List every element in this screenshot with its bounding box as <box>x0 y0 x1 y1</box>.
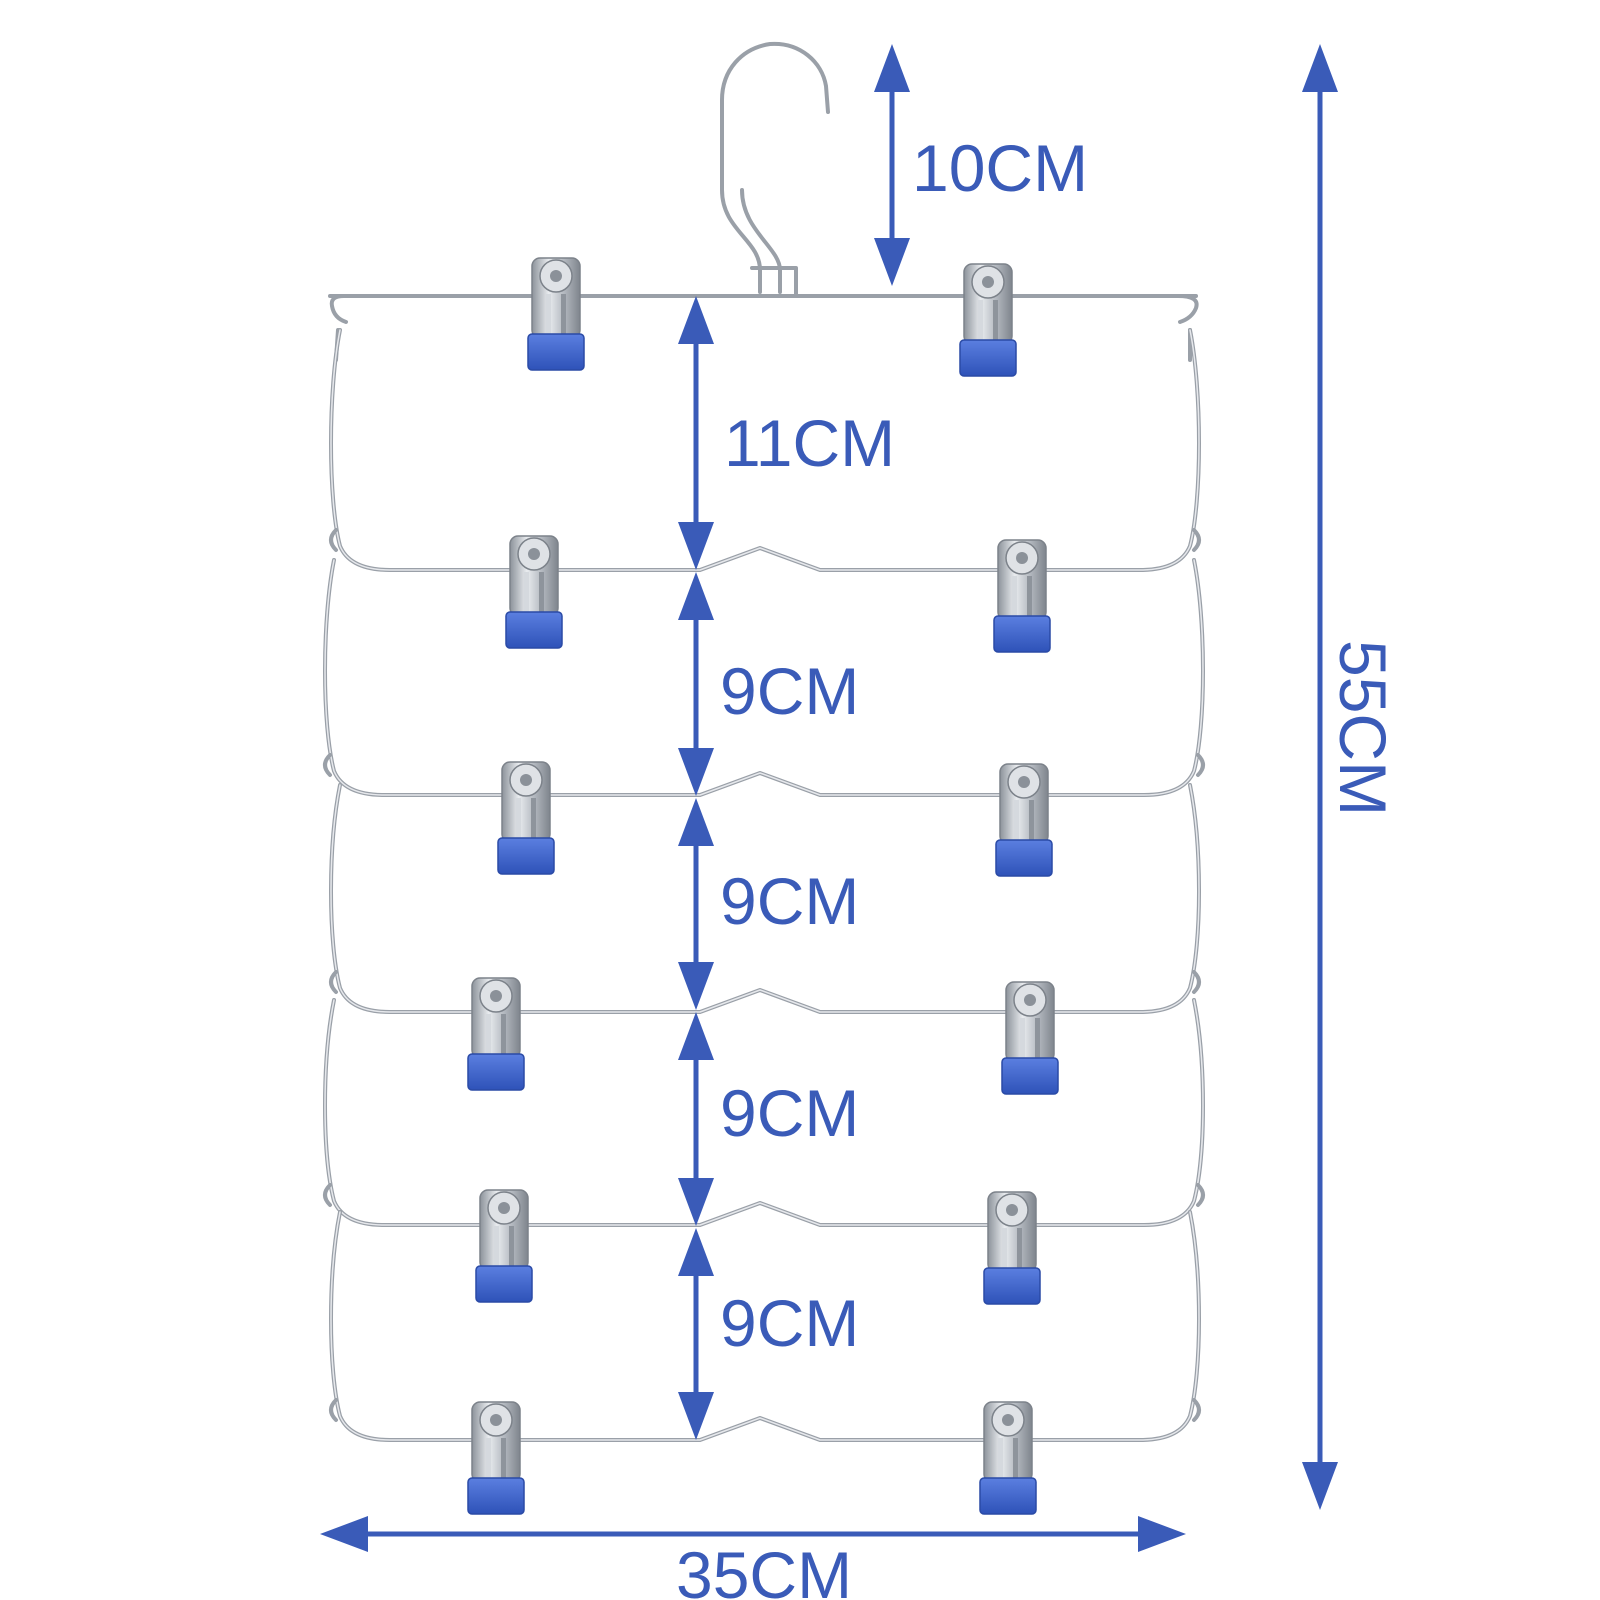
clip-icon[interactable] <box>995 763 1053 877</box>
clip-icon[interactable] <box>993 539 1051 653</box>
total-height-label: 55CM <box>1326 640 1400 816</box>
swing-arm-bar-icon[interactable] <box>329 1210 1201 1442</box>
clip-icon[interactable] <box>983 1191 1041 1305</box>
tier-gap-3-label: 9CM <box>720 864 859 938</box>
tier-gap-2-label: 9CM <box>720 654 859 728</box>
swing-arm-bar-icon[interactable] <box>329 328 1201 572</box>
double-arrow-icon <box>320 1516 1186 1552</box>
swing-arm-bar-icon[interactable] <box>329 783 1201 1014</box>
clip-icon[interactable] <box>979 1401 1037 1515</box>
swing-arm-bar-icon[interactable] <box>323 998 1205 1227</box>
clip-icon[interactable] <box>467 977 525 1091</box>
hook-height-label: 10CM <box>912 131 1088 205</box>
tier-gap-4-label: 9CM <box>720 1076 859 1150</box>
clip-icon[interactable] <box>475 1189 533 1303</box>
dimension-arrows <box>320 44 1338 1552</box>
swing-arm-tiers <box>323 328 1205 1442</box>
top-hanger-bar <box>328 294 1199 362</box>
double-arrow-icon <box>678 1012 714 1226</box>
clip-icon[interactable] <box>527 257 585 371</box>
clip-icon[interactable] <box>959 263 1017 377</box>
double-arrow-icon <box>1302 44 1338 1510</box>
swing-arm-bar-icon[interactable] <box>323 558 1205 797</box>
clip-icon[interactable] <box>1001 981 1059 1095</box>
double-arrow-icon <box>678 296 714 570</box>
total-width-label: 35CM <box>676 1538 852 1600</box>
clip-icon[interactable] <box>497 761 555 875</box>
tier-gap-5-label: 9CM <box>720 1286 859 1360</box>
double-arrow-icon <box>678 1228 714 1440</box>
double-arrow-icon <box>678 572 714 796</box>
hanger-hook-icon <box>720 41 830 298</box>
clip-icon[interactable] <box>505 535 563 649</box>
double-arrow-icon <box>678 798 714 1010</box>
clip-icon[interactable] <box>467 1401 525 1515</box>
tier-gap-1-label: 11CM <box>724 406 895 480</box>
double-arrow-icon <box>874 44 910 286</box>
